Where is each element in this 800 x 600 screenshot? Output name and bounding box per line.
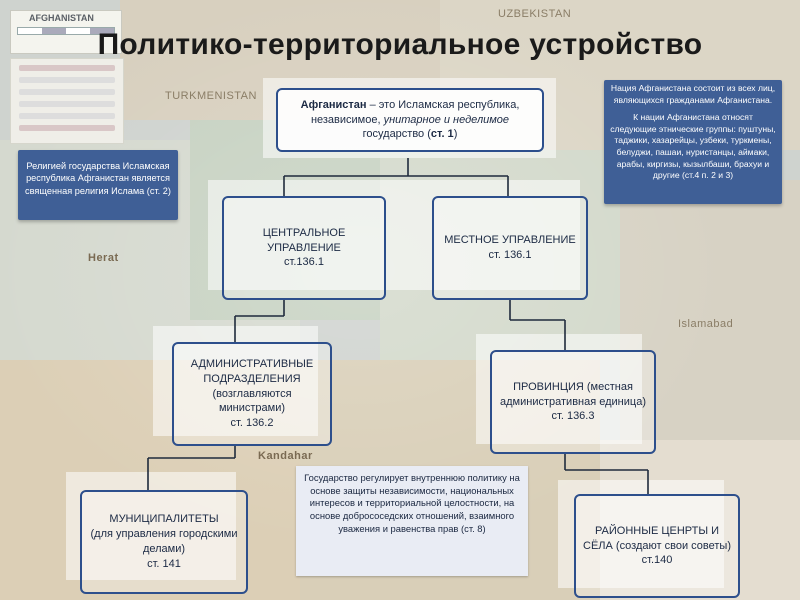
node-afghanistan-definition: Афганистан – это Исламская республика, н… [276,88,544,152]
panel-district [558,480,724,588]
node-administrative-divisions: АДМИНИСТРАТИВНЫЕ ПОДРАЗДЕЛЕНИЯ (возглавл… [172,342,332,446]
map-legend-list [10,58,124,144]
note-domestic-policy: Государство регулирует внутреннюю полити… [296,466,528,576]
node-municipalities: МУНИЦИПАЛИТЕТЫ (для управления городским… [80,490,248,594]
map-label-uzbekistan: UZBEKISTAN [498,8,572,20]
node-admin-article: ст. 136.2 [230,417,274,430]
map-label-kandahar: Kandahar [258,450,313,462]
note-nation: Нация Афганистана состоит из всех лиц, я… [604,80,782,204]
node-province-heading: ПРОВИНЦИЯ [513,380,584,393]
node-afghanistan-article: ст. 1 [430,128,454,141]
note-nation-definition: Нация Афганистана состоит из всех лиц, я… [610,83,776,105]
note-nation-ethnic-groups: К нации Афганистана относят следующие эт… [610,112,776,181]
page-title: Политико-территориальное устройство [97,28,703,61]
node-district-heading: РАЙОННЫЕ ЦЕНРТЫ И СЁЛА [583,524,720,552]
node-municipal-heading: МУНИЦИПАЛИТЕТЫ [109,513,219,526]
node-afghanistan-text3: ) [453,128,458,141]
node-afghanistan-text1: – это Исламская республика, независимое, [310,98,520,126]
node-admin-heading: АДМИНИСТРАТИВНЫЕ ПОДРАЗДЕЛЕНИЯ [190,357,314,385]
node-province-sub: (местная административная единица) [500,380,646,408]
note-state-religion-text: Религией государства Исламская республик… [25,161,171,196]
node-local-management-label: МЕСТНОЕ УПРАВЛЕНИЕ ст. 136.1 [444,234,576,261]
node-afghanistan-term: Афганистан [300,98,367,111]
node-central-management-label: ЦЕНТРАЛЬНОЕ УПРАВЛЕНИЕ ст.136.1 [262,226,346,269]
node-municipal-sub: (для управления городскими делами) [90,528,238,555]
node-admin-sub: (возглавляются министрами) [212,387,292,415]
node-local-management: МЕСТНОЕ УПРАВЛЕНИЕ ст. 136.1 [432,196,588,300]
note-domestic-policy-text: Государство регулирует внутреннюю полити… [304,472,520,534]
node-afghanistan-text2: государство ( [362,128,431,141]
panel-province [476,334,642,444]
panel-management [208,180,580,290]
node-district-sub: (создают свои советы) [612,539,731,552]
panel-admin [153,326,318,436]
map-legend: AFGHANISTAN [10,10,122,54]
map-legend-title: AFGHANISTAN [29,13,94,23]
map-label-turkmenistan: TURKMENISTAN [165,90,257,102]
note-state-religion: Религией государства Исламская республик… [18,150,178,220]
node-province: ПРОВИНЦИЯ (местная административная един… [490,350,656,454]
node-municipal-article: ст. 141 [147,557,181,570]
node-central-management: ЦЕНТРАЛЬНОЕ УПРАВЛЕНИЕ ст.136.1 [222,196,386,300]
map-label-herat: Herat [88,252,119,264]
node-afghanistan-emphasis: унитарное и неделимое [383,113,510,126]
map-label-islamabad: Islamabad [678,318,734,330]
node-province-article: ст. 136.3 [551,410,595,423]
map-scale-bar [17,27,115,35]
node-district-centers: РАЙОННЫЕ ЦЕНРТЫ И СЁЛА (создают свои сов… [574,494,740,598]
node-district-article: ст.140 [641,554,673,567]
